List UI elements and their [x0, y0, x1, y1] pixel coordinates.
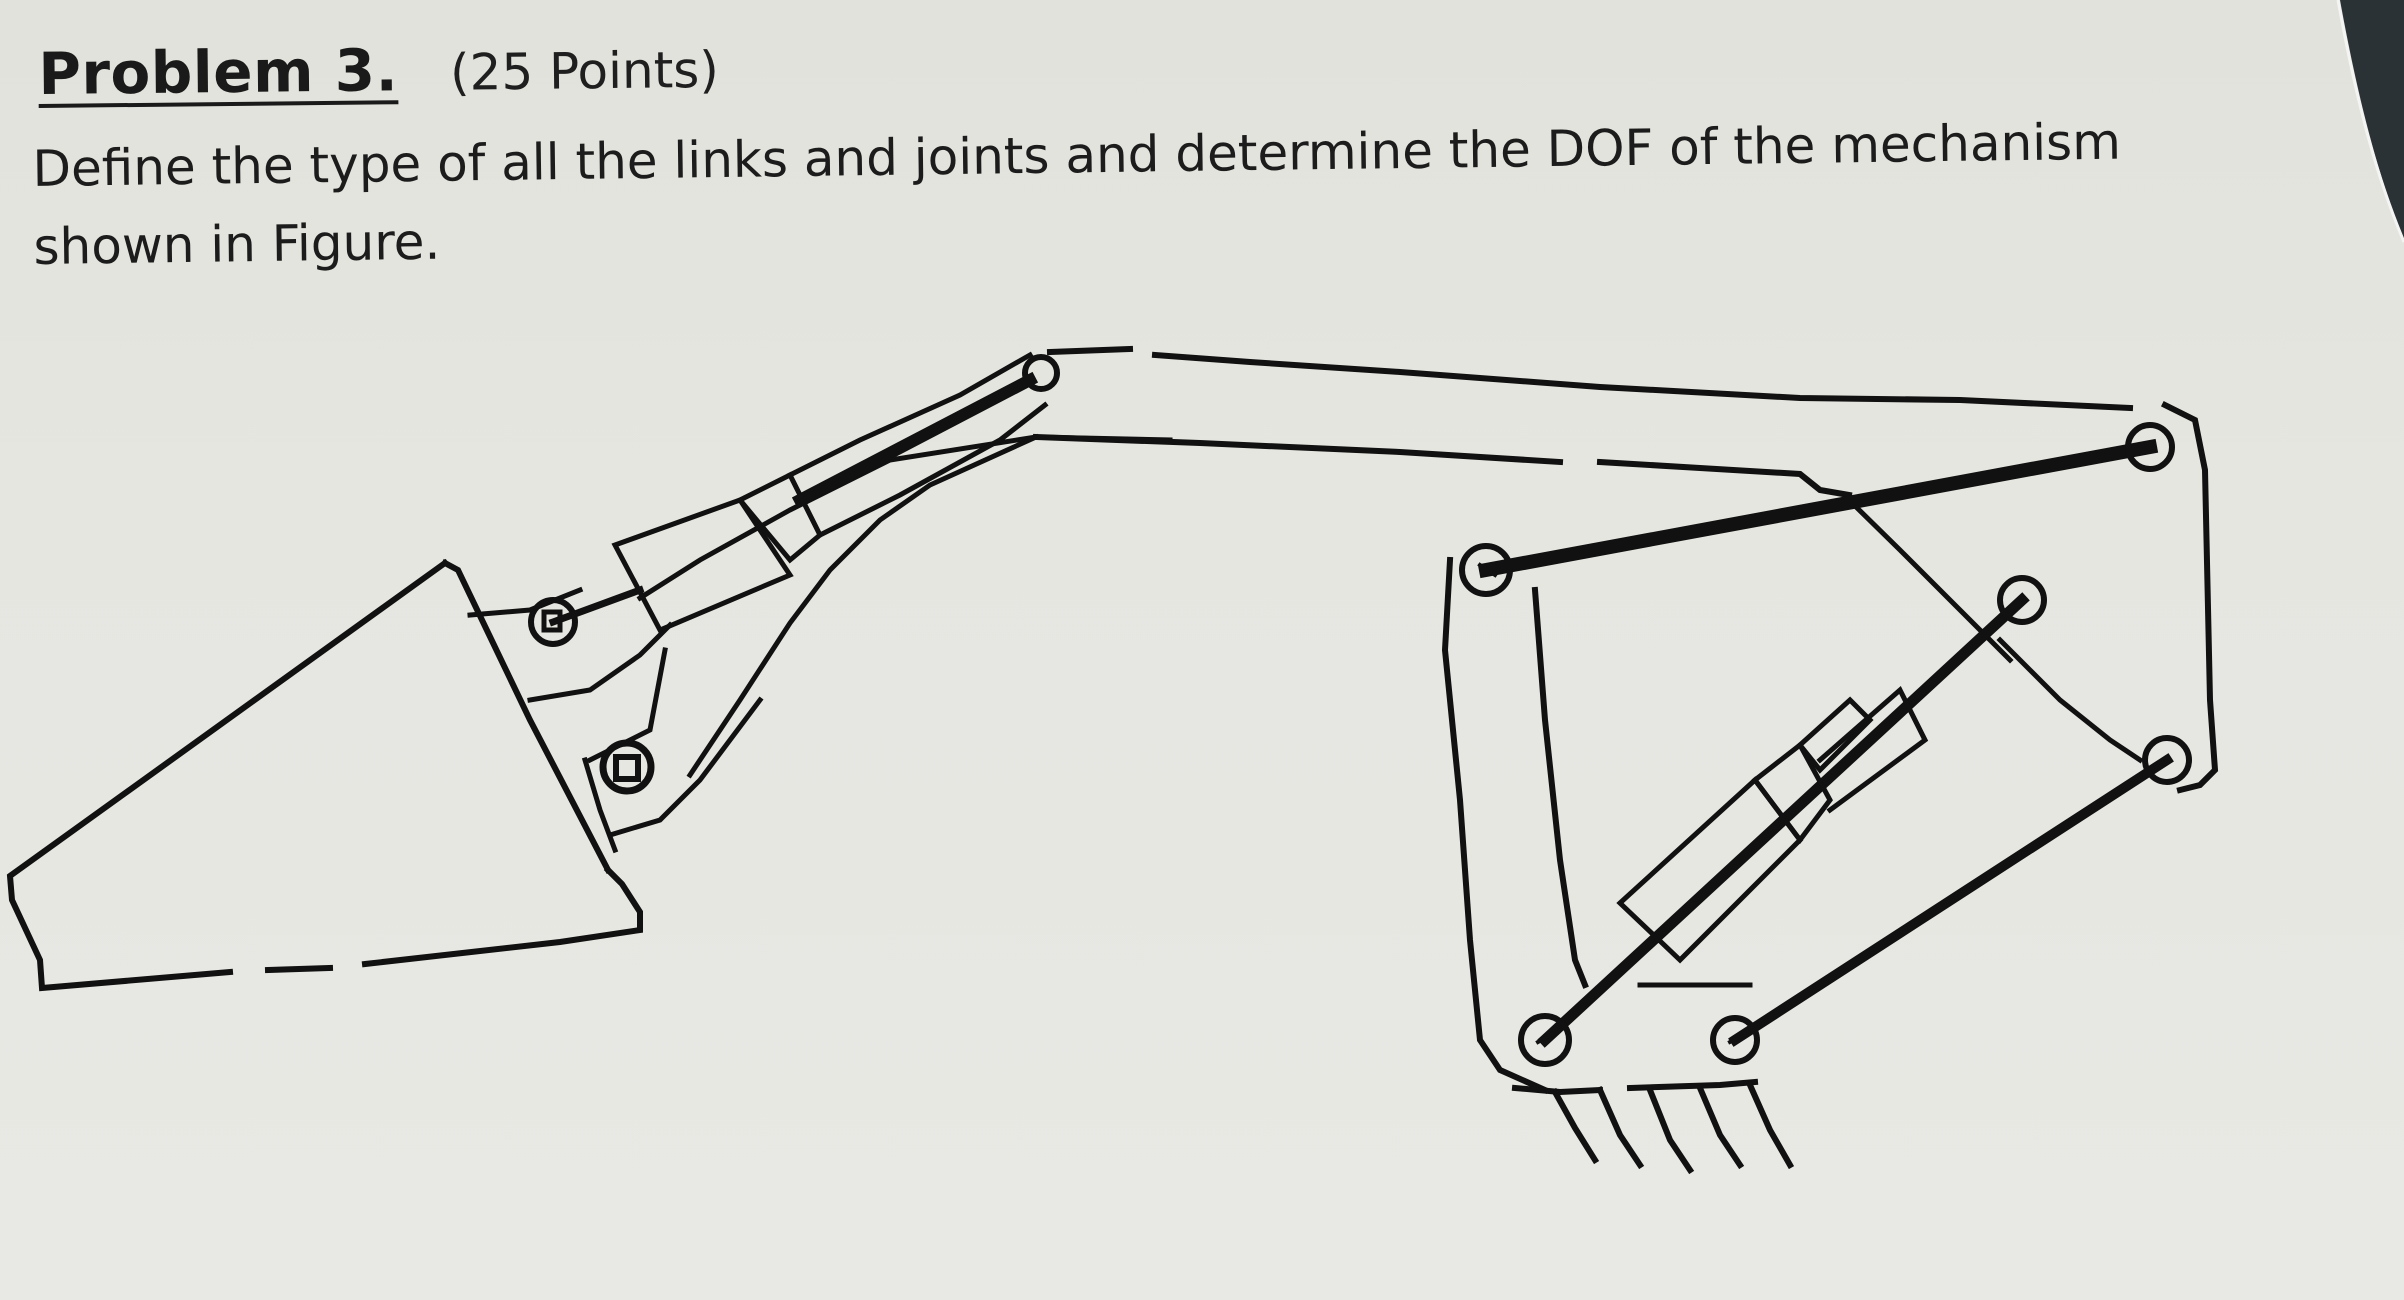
boom-right-frame	[2160, 400, 2219, 794]
ground-frame	[1511, 1078, 1795, 1175]
ground-hatch-1	[1550, 1087, 1600, 1165]
bucket-cylinder	[611, 351, 1060, 634]
lower-link	[1728, 753, 2174, 1047]
boom-cylinder	[1537, 592, 2030, 1048]
right-middle-pivot	[2142, 735, 2192, 785]
boom-link	[1032, 345, 2134, 499]
cylinder-top-pivot	[1997, 575, 2047, 625]
bucket-link	[6, 558, 643, 992]
boom-top-bar	[1477, 438, 2159, 579]
boom-left-frame	[1441, 556, 1589, 1094]
ground-left-pivot	[1518, 1013, 1572, 1067]
boom-upper-left-pivot	[1459, 543, 1513, 597]
bucket-bracket	[467, 586, 764, 854]
boom-upper-right-pivot	[2125, 422, 2175, 472]
bucket-arm-pivot	[599, 739, 655, 795]
frame-pivots	[1459, 422, 2192, 1067]
rocker-link	[548, 585, 645, 627]
ground-right-pivot	[1710, 1015, 1760, 1065]
